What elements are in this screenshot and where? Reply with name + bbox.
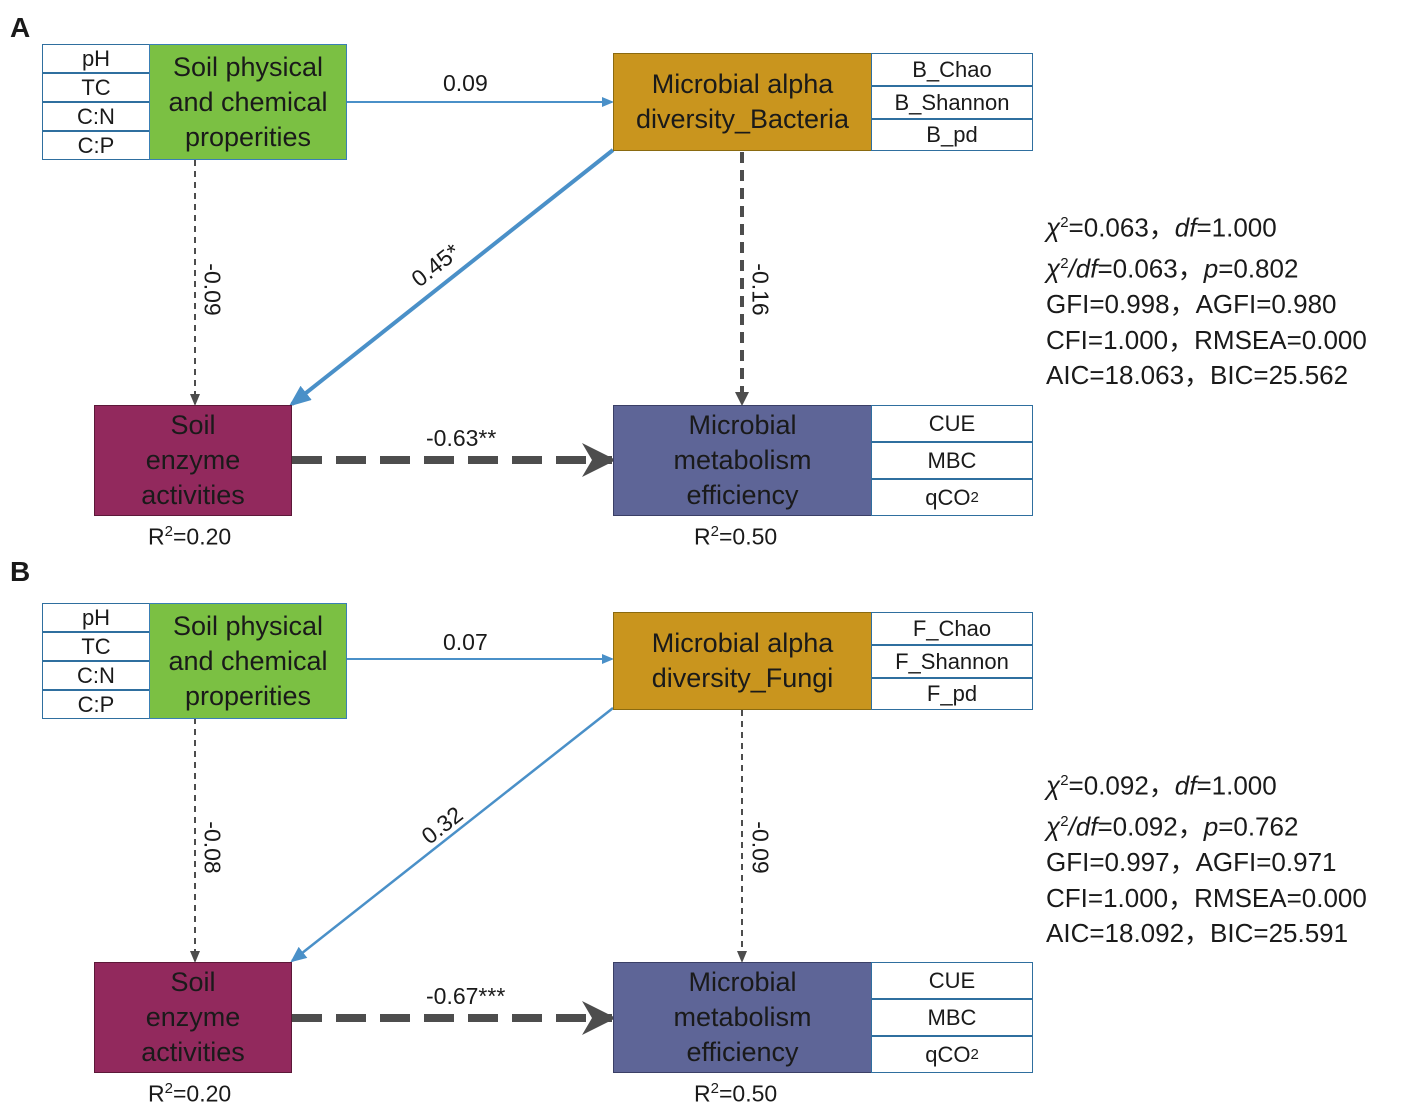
indicator-tc: TC xyxy=(42,73,150,102)
fit-line-aic: AIC=18.063，BIC=25.562 xyxy=(1046,360,1349,391)
coef-enzyme-to-metab: -0.63** xyxy=(426,425,497,451)
fit-line-chi2: χ2=0.092，df=1.000 xyxy=(1046,770,1277,801)
coef-props-to-alpha: 0.07 xyxy=(443,629,488,655)
indicator-cn: C:N xyxy=(42,661,150,690)
indicator-mbc: MBC xyxy=(871,442,1033,479)
r2-enzyme: R2=0.20 xyxy=(148,1080,232,1107)
fit-line-chi2df: χ2/df=0.063，p=0.802 xyxy=(1046,253,1299,284)
coef-alpha-to-metab: -0.09 xyxy=(747,821,774,874)
coef-enzyme-to-metab: -0.67*** xyxy=(426,983,506,1009)
fit-line-gfi: GFI=0.998，AGFI=0.980 xyxy=(1046,289,1337,320)
coef-props-to-enzyme: -0.09 xyxy=(199,263,226,316)
coef-props-to-enzyme: -0.08 xyxy=(199,821,226,874)
indicator-shannon: F_Shannon xyxy=(871,645,1033,678)
indicator-tc: TC xyxy=(42,632,150,661)
indicator-cp: C:P xyxy=(42,690,150,719)
r2-enzyme: R2=0.20 xyxy=(148,523,232,550)
indicator-shannon: B_Shannon xyxy=(871,86,1033,119)
fit-line-gfi: GFI=0.997，AGFI=0.971 xyxy=(1046,847,1337,878)
path-arrows xyxy=(190,654,747,1035)
panel-letter: A xyxy=(10,12,31,43)
indicator-cue: CUE xyxy=(871,962,1033,999)
coef-props-to-alpha: 0.09 xyxy=(443,70,488,96)
panel-a: A pH TC C:N C:P Soil phy xyxy=(0,12,1421,568)
fit-line-chi2df: χ2/df=0.092，p=0.762 xyxy=(1046,811,1299,842)
r2-metabolism: R2=0.50 xyxy=(694,523,778,550)
indicator-chao: F_Chao xyxy=(871,612,1033,645)
fit-indices: χ2=0.092，df=1.000 χ2/df=0.092，p=0.762 GF… xyxy=(1046,763,1367,952)
indicator-cue: CUE xyxy=(871,405,1033,442)
indicator-pd: B_pd xyxy=(871,119,1033,151)
fit-line-cfi: CFI=1.000，RMSEA=0.000 xyxy=(1046,882,1367,913)
fit-line-cfi: CFI=1.000，RMSEA=0.000 xyxy=(1046,324,1367,355)
indicator-cp: C:P xyxy=(42,131,150,160)
arrow-alpha-to-enzyme xyxy=(290,707,614,963)
path-arrows xyxy=(190,97,749,477)
r2-metabolism: R2=0.50 xyxy=(694,1080,778,1107)
indicator-ph: pH xyxy=(42,44,150,73)
indicator-chao: B_Chao xyxy=(871,53,1033,86)
arrow-alpha-to-enzyme xyxy=(288,148,615,407)
indicator-pd: F_pd xyxy=(871,678,1033,710)
fit-indices: χ2=0.063，df=1.000 χ2/df=0.063，p=0.802 GF… xyxy=(1046,205,1367,394)
indicator-mbc: MBC xyxy=(871,999,1033,1036)
fit-line-chi2: χ2=0.063，df=1.000 xyxy=(1046,212,1277,243)
panel-letter: B xyxy=(10,556,31,587)
coef-alpha-to-metab: -0.16 xyxy=(747,263,774,316)
fit-line-aic: AIC=18.092，BIC=25.591 xyxy=(1046,918,1349,949)
indicator-ph: pH xyxy=(42,603,150,632)
indicator-cn: C:N xyxy=(42,102,150,131)
